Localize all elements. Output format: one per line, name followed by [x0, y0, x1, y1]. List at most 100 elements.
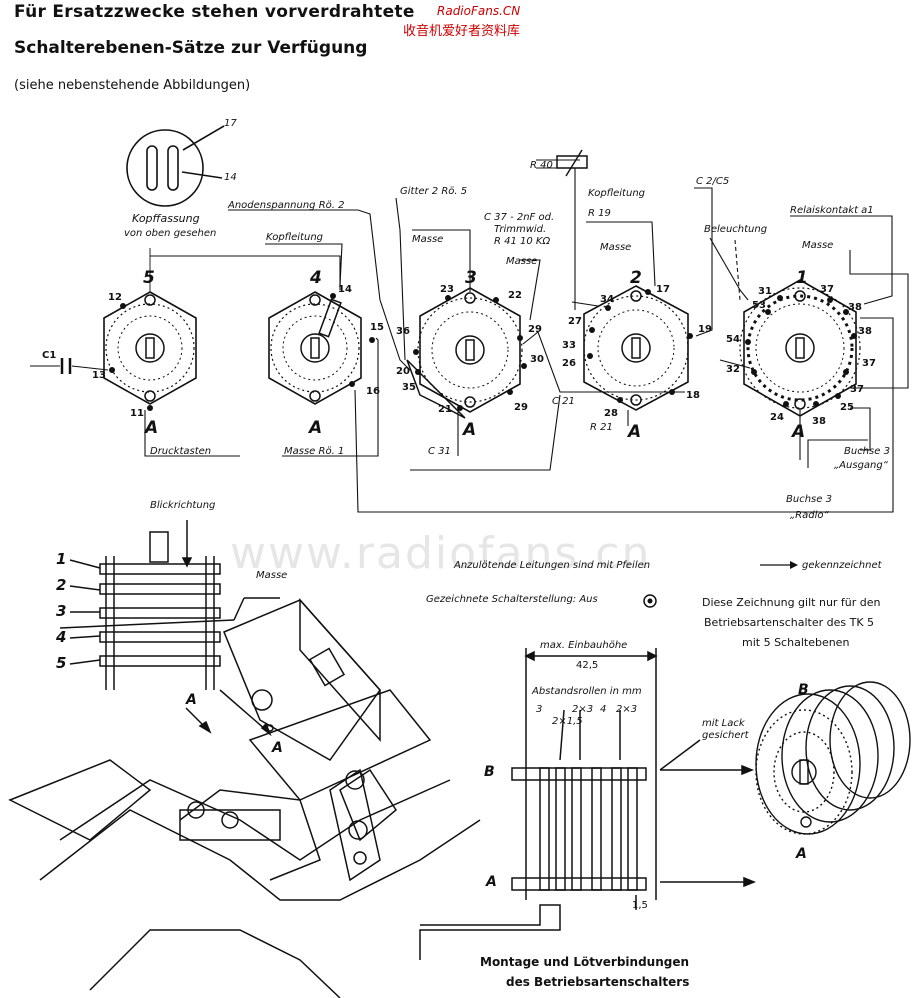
pin-32: 32 — [726, 364, 740, 375]
pin-18: 18 — [686, 390, 700, 401]
socket-caption-1: Kopffassung — [132, 212, 200, 225]
pin-23: 23 — [440, 284, 454, 295]
note-tk5-2: Betriebsartenschalter des TK 5 — [704, 616, 875, 629]
spacer-2x3-b: 2×3 — [616, 704, 638, 715]
deck-5-a: A — [145, 418, 159, 438]
label-lack-1: mit Lack — [702, 718, 745, 729]
pin-28: 28 — [604, 408, 618, 419]
pin-21: 21 — [438, 404, 452, 415]
pin-33: 33 — [562, 340, 576, 351]
caption-line-1: Montage und Lötverbindungen — [480, 955, 690, 969]
label-c31: C 31 — [428, 446, 451, 457]
pin-37c: 37 — [850, 384, 864, 395]
label-drucktasten: Drucktasten — [150, 446, 212, 457]
level-4: 4 — [56, 628, 67, 646]
label-trimmwid: Trimmwid. — [494, 224, 547, 235]
label-r19: R 19 — [588, 208, 611, 219]
label-gitter2: Gitter 2 Rö. 5 — [400, 186, 468, 197]
pin-37a: 37 — [820, 284, 834, 295]
assembly-a2: A — [272, 740, 283, 756]
pin-34: 34 — [600, 294, 614, 305]
pin-17: 17 — [656, 284, 670, 295]
pin-11: 11 — [130, 408, 144, 419]
deck-4 — [268, 291, 362, 405]
level-5: 5 — [56, 654, 67, 672]
right-b: B — [798, 682, 809, 698]
label-c1: C1 — [42, 350, 57, 361]
pin-19: 19 — [698, 324, 712, 335]
side-view — [419, 648, 757, 960]
deck-5 — [103, 248, 197, 405]
title-line-2: Schalterebenen-Sätze zur Verfügung — [14, 38, 368, 58]
tube-socket-outline — [126, 129, 204, 207]
pin-54: 54 — [726, 334, 740, 345]
right-a: A — [796, 846, 807, 862]
site-name-cn: 收音机爱好者资料库 — [403, 24, 521, 39]
side-b: B — [484, 764, 495, 780]
socket-pin-17: 17 — [224, 118, 237, 129]
socket-pin-14: 14 — [224, 172, 237, 183]
pin-38a: 38 — [848, 302, 862, 313]
label-buchse3-radio: Buchse 3 — [786, 494, 832, 505]
deck-4-number: 4 — [310, 268, 322, 288]
label-anodenspannung: Anodenspannung Rö. 2 — [228, 200, 345, 211]
note-tk5-1: Diese Zeichnung gilt nur für den — [702, 596, 881, 609]
pin-36: 36 — [396, 326, 410, 337]
pin-15: 15 — [370, 322, 384, 333]
label-lack-2: gesichert — [702, 730, 749, 741]
label-assembly-masse: Masse — [256, 570, 288, 581]
pin-37b: 37 — [862, 358, 876, 369]
pin-20: 20 — [396, 366, 410, 377]
pin-30: 30 — [530, 354, 544, 365]
note-arrows-end: gekennzeichnet — [802, 560, 882, 571]
level-3: 3 — [56, 602, 67, 620]
deck-3-number: 3 — [465, 268, 477, 288]
deck-2-a: A — [628, 422, 642, 442]
pin-24: 24 — [770, 412, 784, 423]
subtitle: (siehe nebenstehende Abbildungen) — [14, 78, 251, 93]
spacer-2x1-5: 2×1,5 — [552, 716, 583, 727]
deck-5-number: 5 — [143, 268, 155, 288]
label-max-height: max. Einbauhöhe — [540, 640, 628, 651]
pin-25: 25 — [840, 402, 854, 413]
socket-caption-2: von oben gesehen — [124, 228, 217, 239]
label-dim-1-5: 1,5 — [632, 900, 648, 911]
label-masse-ro1: Masse Rö. 1 — [284, 446, 345, 457]
label-radio: „Radio“ — [790, 510, 829, 521]
label-kopfleitung-b: Kopfleitung — [588, 188, 646, 199]
label-blickrichtung: Blickrichtung — [150, 500, 216, 511]
switch-assembly — [8, 520, 481, 998]
watermark: www.radiofans.cn — [230, 528, 652, 579]
pin-29b: 29 — [514, 402, 528, 413]
label-r21: R 21 — [590, 422, 613, 433]
right-perspective-view — [755, 681, 911, 835]
title-line-1: Für Ersatzzwecke stehen vorverdrahtete — [14, 2, 415, 22]
level-2: 2 — [56, 576, 67, 594]
pin-13: 13 — [92, 370, 106, 381]
deck-2 — [583, 285, 689, 411]
level-1: 1 — [56, 550, 67, 568]
label-kopfleitung-a: Kopfleitung — [266, 232, 324, 243]
pin-31: 31 — [758, 286, 772, 297]
label-spacers: Abstandsrollen in mm — [532, 686, 642, 697]
deck-2-number: 2 — [630, 268, 642, 288]
pin-27: 27 — [568, 316, 582, 327]
pin-38c: 38 — [812, 416, 826, 427]
spacer-3: 3 — [536, 704, 543, 715]
note-tk5-3: mit 5 Schaltebenen — [742, 636, 850, 649]
caption-line-2: des Betriebsartenschalters — [506, 975, 690, 989]
deck-4-a: A — [309, 418, 323, 438]
note-arrows: Anzulötende Leitungen sind mit Pfeilen — [454, 560, 651, 571]
label-masse-b: Masse — [506, 256, 538, 267]
pin-53: 53 — [752, 300, 766, 311]
pin-12: 12 — [108, 292, 122, 303]
deck-1-number: 1 — [796, 268, 808, 288]
note-switch-position: Gezeichnete Schalterstellung: Aus — [426, 594, 598, 605]
label-ausgang: „Ausgang“ — [834, 460, 888, 471]
assembly-a1: A — [186, 692, 197, 708]
spacer-2x3-a: 2×3 — [572, 704, 594, 715]
label-masse-d: Masse — [802, 240, 834, 251]
label-r40: R 40 — [530, 160, 553, 171]
